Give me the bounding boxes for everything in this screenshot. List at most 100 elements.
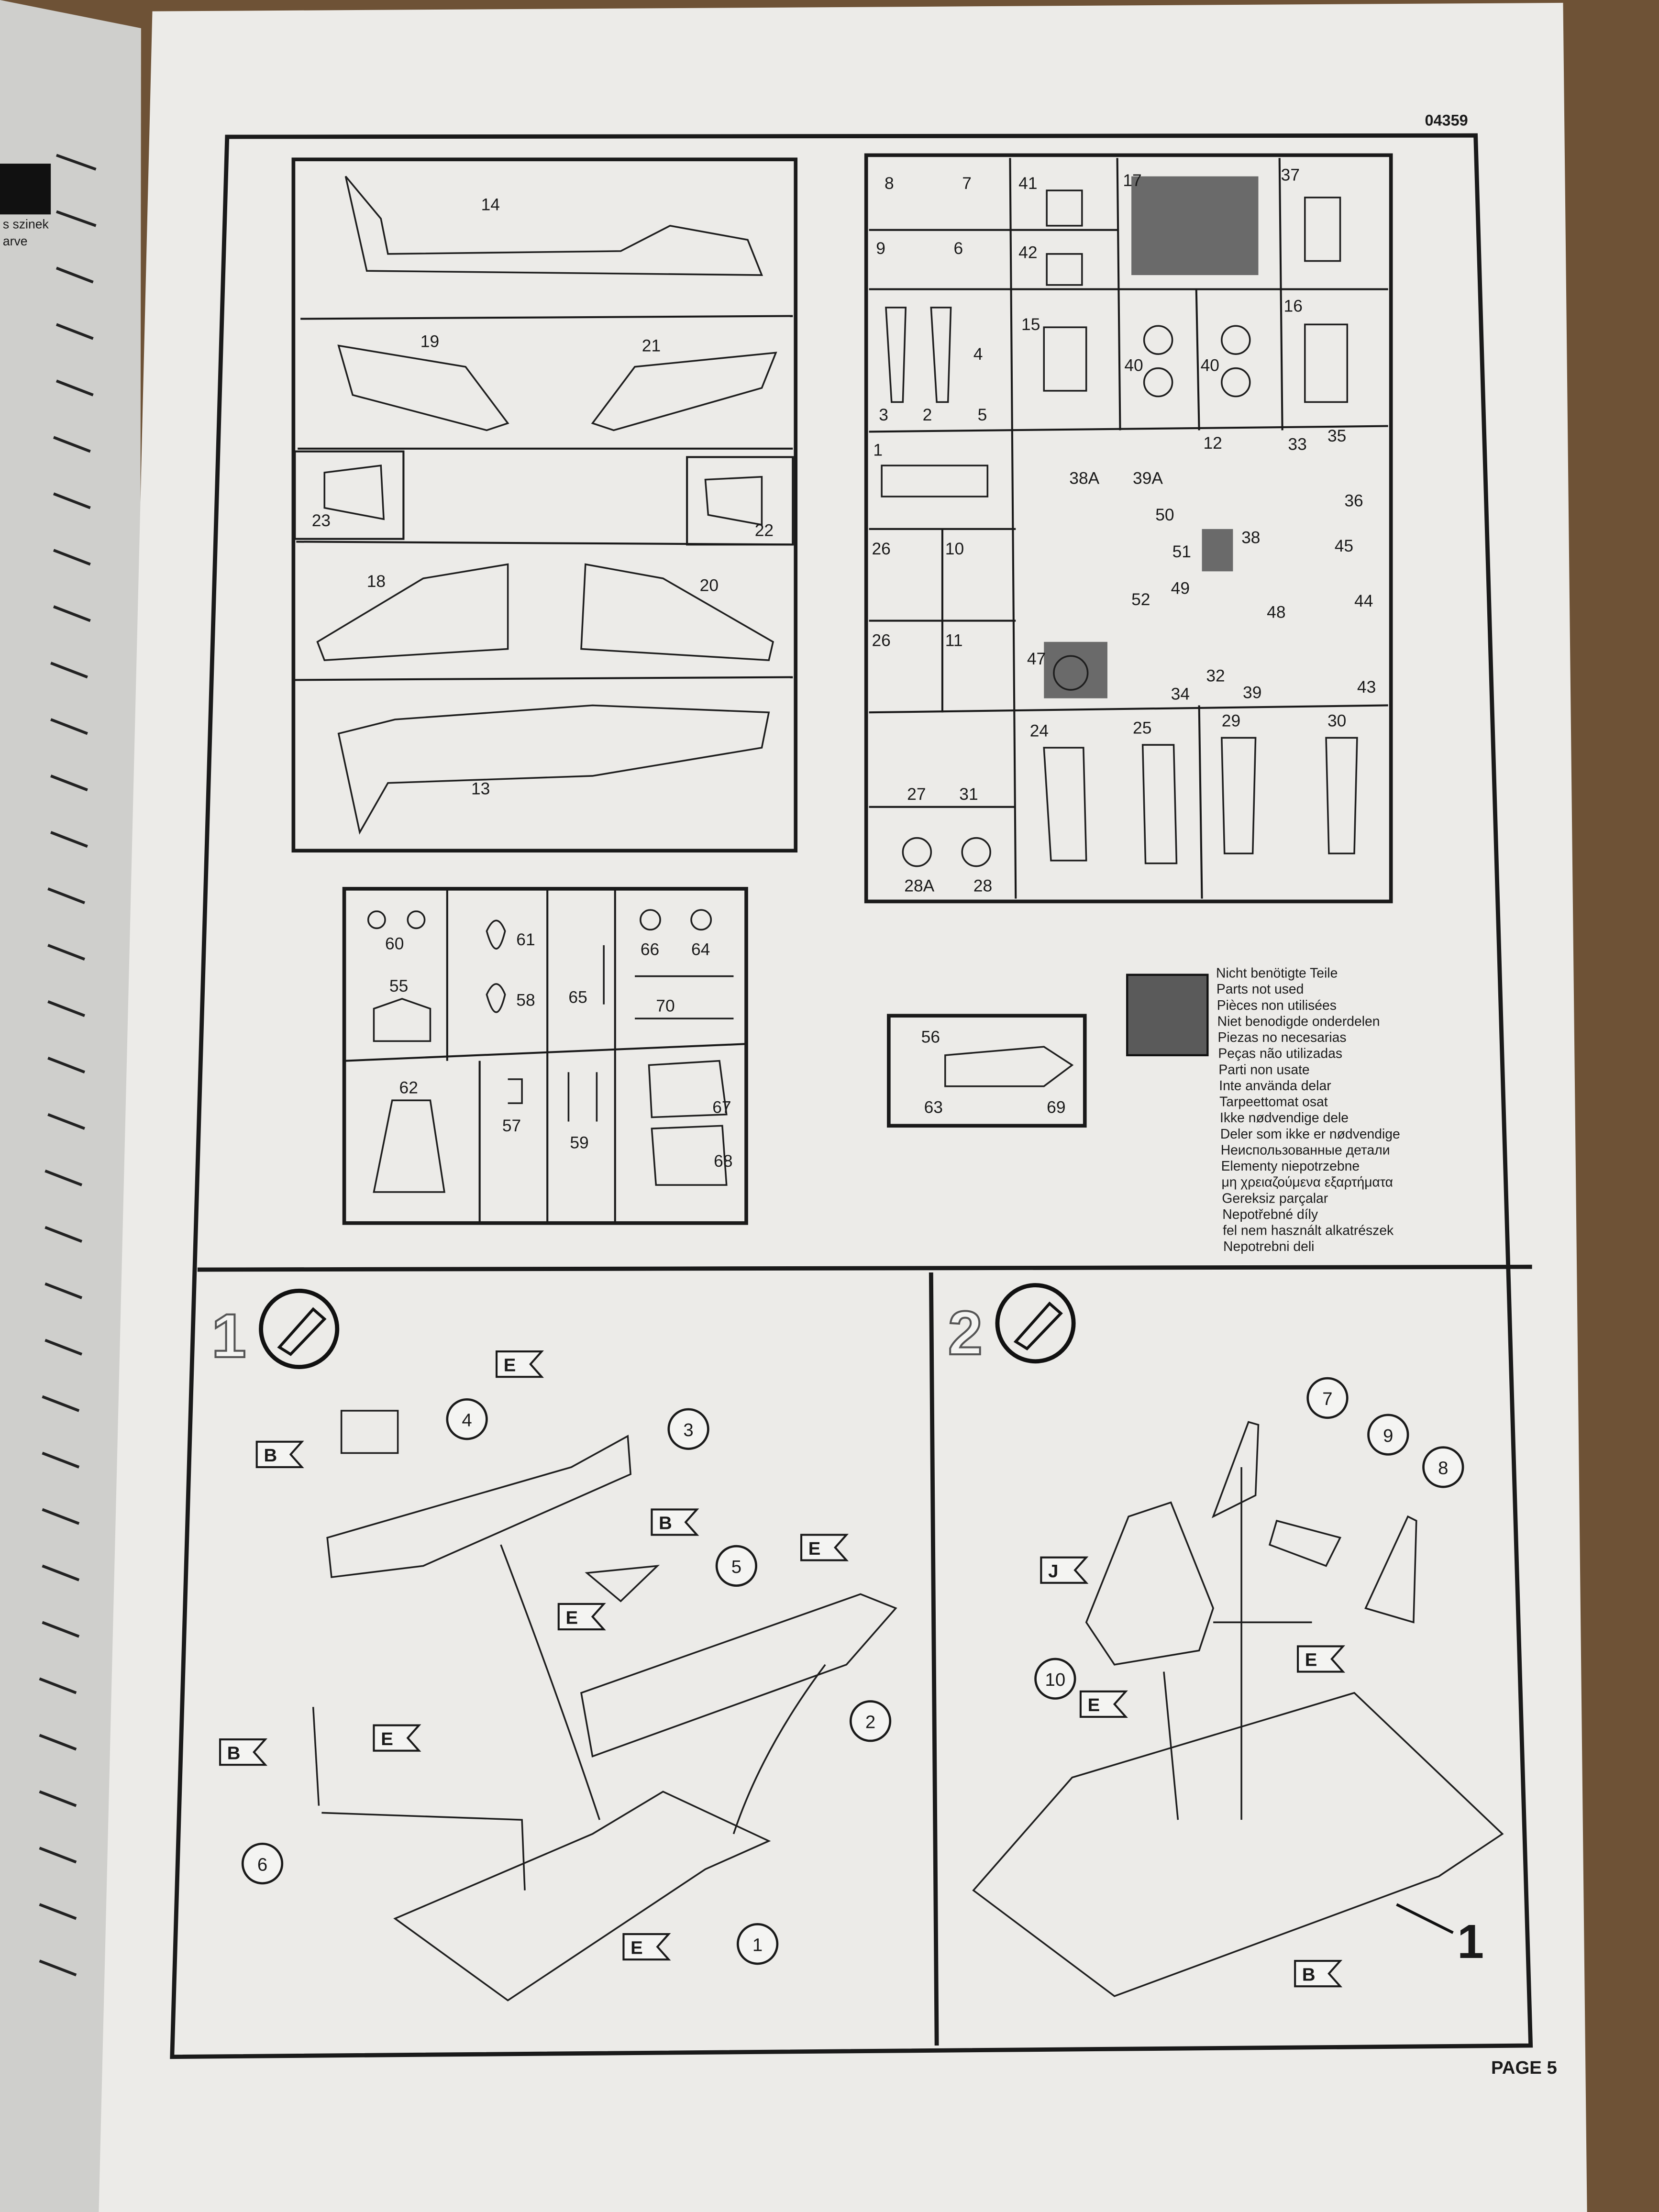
part-label: 65 bbox=[568, 988, 587, 1007]
legend-line: fel nem használt alkatrészek bbox=[1223, 1223, 1394, 1238]
color-flag: E bbox=[800, 1534, 849, 1561]
part-9-drawing bbox=[1268, 1519, 1342, 1567]
part-label: 34 bbox=[1171, 685, 1190, 704]
wing-18 bbox=[316, 563, 509, 661]
legend-line: Nepotrebni deli bbox=[1223, 1239, 1314, 1254]
part-label: 2 bbox=[923, 406, 932, 424]
part-label: 70 bbox=[656, 996, 675, 1015]
part-22 bbox=[704, 476, 763, 526]
callout-number: 7 bbox=[1322, 1389, 1332, 1409]
wing-21 bbox=[591, 352, 777, 431]
color-flag: E bbox=[1079, 1690, 1128, 1718]
left-page-text-1: s szinek bbox=[3, 217, 49, 232]
color-code: E bbox=[1305, 1650, 1317, 1670]
callout-number: 1 bbox=[752, 1935, 763, 1955]
callout-number: 5 bbox=[731, 1557, 741, 1577]
fuselage-half-14 bbox=[344, 176, 763, 276]
part-5-drawing bbox=[585, 1565, 660, 1603]
color-code: E bbox=[808, 1538, 821, 1559]
part-label: 6 bbox=[954, 239, 963, 258]
color-flag: E bbox=[622, 1933, 671, 1961]
part-label: 59 bbox=[570, 1133, 588, 1152]
part-label: 17 bbox=[1123, 171, 1141, 190]
part-label: 33 bbox=[1288, 435, 1306, 454]
part-callout: 4 bbox=[446, 1398, 488, 1440]
part-label: 12 bbox=[1203, 434, 1222, 453]
part-label: 66 bbox=[641, 940, 659, 959]
callout-number: 10 bbox=[1045, 1670, 1066, 1690]
part-label: 43 bbox=[1357, 678, 1376, 697]
part-callout: 2 bbox=[849, 1700, 892, 1742]
color-flag: B bbox=[1294, 1960, 1343, 1988]
legend-line: μη χρειαζούμενα εξαρτήματα bbox=[1222, 1174, 1394, 1190]
color-code: J bbox=[1048, 1561, 1058, 1582]
part-label: 68 bbox=[714, 1152, 732, 1171]
part-label: 36 bbox=[1344, 492, 1363, 510]
part-label: 39A bbox=[1133, 469, 1163, 488]
part-label: 4 bbox=[973, 345, 983, 364]
part-callout: 5 bbox=[715, 1545, 758, 1587]
assembled-cockpit-drawing bbox=[972, 1692, 1504, 1997]
part-callout: 3 bbox=[667, 1408, 709, 1450]
part-label: 23 bbox=[312, 511, 331, 530]
part-label: 45 bbox=[1335, 537, 1353, 555]
part-label: 22 bbox=[755, 521, 774, 540]
color-code: B bbox=[1302, 1964, 1316, 1985]
part-label: 64 bbox=[691, 940, 710, 959]
callout-number: 8 bbox=[1438, 1458, 1448, 1479]
part-label: 41 bbox=[1018, 174, 1037, 193]
glue-tube-icon bbox=[995, 1283, 1076, 1364]
left-page-color-block bbox=[0, 164, 51, 215]
part-label: 3 bbox=[879, 406, 888, 424]
part-label: 52 bbox=[1131, 590, 1150, 609]
legend-line: Inte använda delar bbox=[1219, 1078, 1331, 1093]
color-flag: B bbox=[219, 1738, 268, 1766]
part-callout: 1 bbox=[736, 1923, 779, 1965]
step-number: 2 bbox=[948, 1299, 983, 1368]
callout-number: 2 bbox=[865, 1712, 875, 1733]
part-23 bbox=[323, 465, 385, 520]
part-label: 37 bbox=[1281, 166, 1300, 184]
part-label: 42 bbox=[1018, 243, 1037, 262]
legend-line: Peças não utilizadas bbox=[1218, 1046, 1342, 1061]
part-label: 10 bbox=[945, 540, 964, 558]
part-6-drawing bbox=[312, 1707, 320, 1806]
legend-line: Pièces non utilisées bbox=[1217, 997, 1337, 1013]
part-label: 14 bbox=[481, 195, 500, 214]
seat-10-drawing bbox=[1085, 1501, 1215, 1666]
part-label: 51 bbox=[1172, 542, 1191, 561]
part-label: 18 bbox=[367, 572, 386, 591]
color-flag: B bbox=[651, 1508, 699, 1536]
legend-line: Nepotřebné díly bbox=[1222, 1206, 1318, 1222]
part-callout: 6 bbox=[241, 1842, 284, 1885]
legend-line: Gereksiz parçalar bbox=[1222, 1190, 1328, 1206]
part-label: 5 bbox=[978, 406, 987, 424]
color-code: E bbox=[630, 1937, 643, 1958]
part-label: 27 bbox=[907, 785, 926, 804]
color-code: B bbox=[264, 1445, 277, 1466]
part-label: 47 bbox=[1027, 650, 1046, 668]
part-label: 63 bbox=[924, 1098, 943, 1117]
legend-line: Deler som ikke er nødvendige bbox=[1220, 1126, 1400, 1141]
part-callout: 7 bbox=[1306, 1377, 1349, 1419]
part-label: 13 bbox=[471, 779, 490, 798]
assembly-reference-label: 1 bbox=[1457, 1915, 1484, 1969]
part-label: 28 bbox=[973, 877, 992, 896]
part-label: 32 bbox=[1206, 666, 1225, 685]
legend-line: Elementy niepotrzebne bbox=[1221, 1158, 1360, 1173]
part-label: 1 bbox=[873, 441, 883, 460]
part-label: 38A bbox=[1069, 469, 1099, 488]
color-code: E bbox=[566, 1607, 578, 1628]
glue-tube-icon bbox=[259, 1288, 340, 1369]
part-label: 69 bbox=[1047, 1098, 1065, 1117]
callout-number: 4 bbox=[462, 1410, 472, 1430]
fuselage-half-13 bbox=[337, 704, 770, 835]
unused-parts-swatch bbox=[1126, 973, 1209, 1057]
part-label: 49 bbox=[1171, 579, 1190, 598]
part-label: 50 bbox=[1155, 506, 1174, 524]
part-label: 7 bbox=[962, 174, 972, 193]
part-label: 29 bbox=[1222, 712, 1240, 730]
